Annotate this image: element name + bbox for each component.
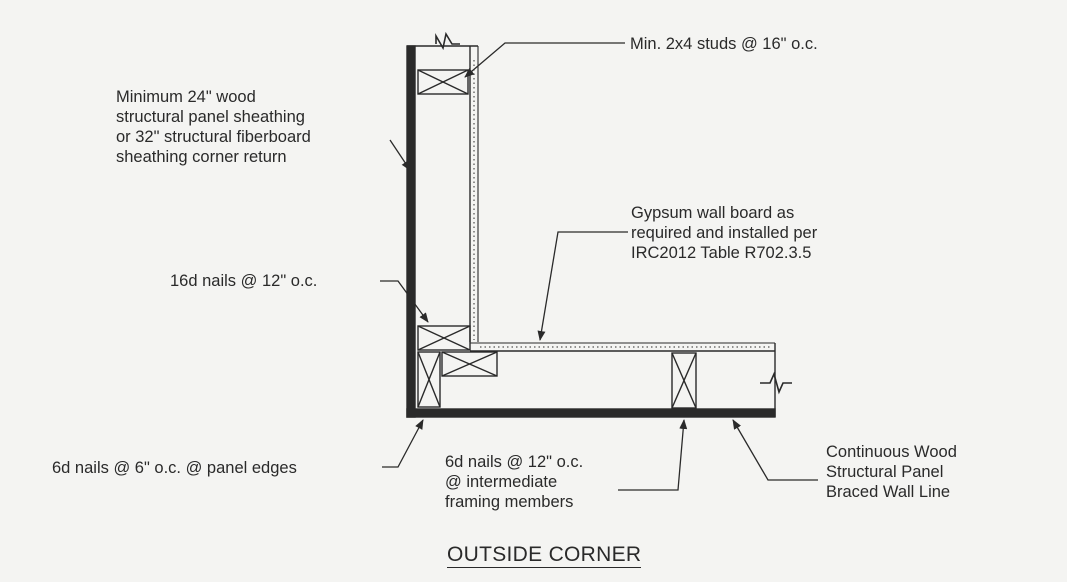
label-gypsum: Gypsum wall board as required and instal… <box>631 203 817 263</box>
label-line: required and installed per <box>631 224 818 242</box>
label-line: framing members <box>445 493 574 511</box>
label-16d-nails: 16d nails @ 12" o.c. <box>170 272 318 290</box>
label-line: Minimum 24" wood <box>116 88 256 106</box>
label-sheathing-return: Minimum 24" wood structural panel sheath… <box>116 87 311 167</box>
horizontal-wall-sheathing <box>406 408 776 418</box>
leader-sheathing-return <box>389 139 411 171</box>
break-symbol-right <box>760 371 792 395</box>
leader-studs <box>464 42 625 78</box>
break-symbol-top <box>435 31 460 51</box>
label-line: sheathing corner return <box>116 148 287 166</box>
label-line: IRC2012 Table R702.3.5 <box>631 244 812 262</box>
corner-stud-upper <box>417 325 471 351</box>
label-studs: Min. 2x4 studs @ 16" o.c. <box>630 35 818 53</box>
leader-6d-intermediate <box>618 419 688 491</box>
intermediate-stud <box>671 352 697 409</box>
leader-6d-edges <box>382 419 424 468</box>
label-6d-edges: 6d nails @ 6" o.c. @ panel edges <box>52 459 297 477</box>
leader-gypsum <box>537 231 628 341</box>
label-line: Structural Panel <box>826 463 944 481</box>
label-line: Gypsum wall board as <box>631 204 795 222</box>
label-line: Continuous Wood <box>826 443 957 461</box>
label-line: structural panel sheathing <box>116 108 305 126</box>
label-braced-wall: Continuous Wood Structural Panel Braced … <box>826 442 957 502</box>
label-line: or 32" structural fiberboard <box>116 128 311 146</box>
leader-braced-wall <box>732 419 818 481</box>
vertical-wall-sheathing <box>406 45 416 418</box>
corner-stud-vertical <box>417 351 441 408</box>
label-6d-intermediate: 6d nails @ 12" o.c. @ intermediate frami… <box>445 452 583 512</box>
label-line: @ intermediate <box>445 473 558 491</box>
label-line: 6d nails @ 12" o.c. <box>445 453 584 471</box>
leader-16d-nails <box>380 280 429 323</box>
top-stud <box>417 69 469 95</box>
label-line: Braced Wall Line <box>826 483 951 501</box>
corner-stud-horizontal <box>441 351 498 377</box>
drawing-title: OUTSIDE CORNER <box>447 543 642 568</box>
